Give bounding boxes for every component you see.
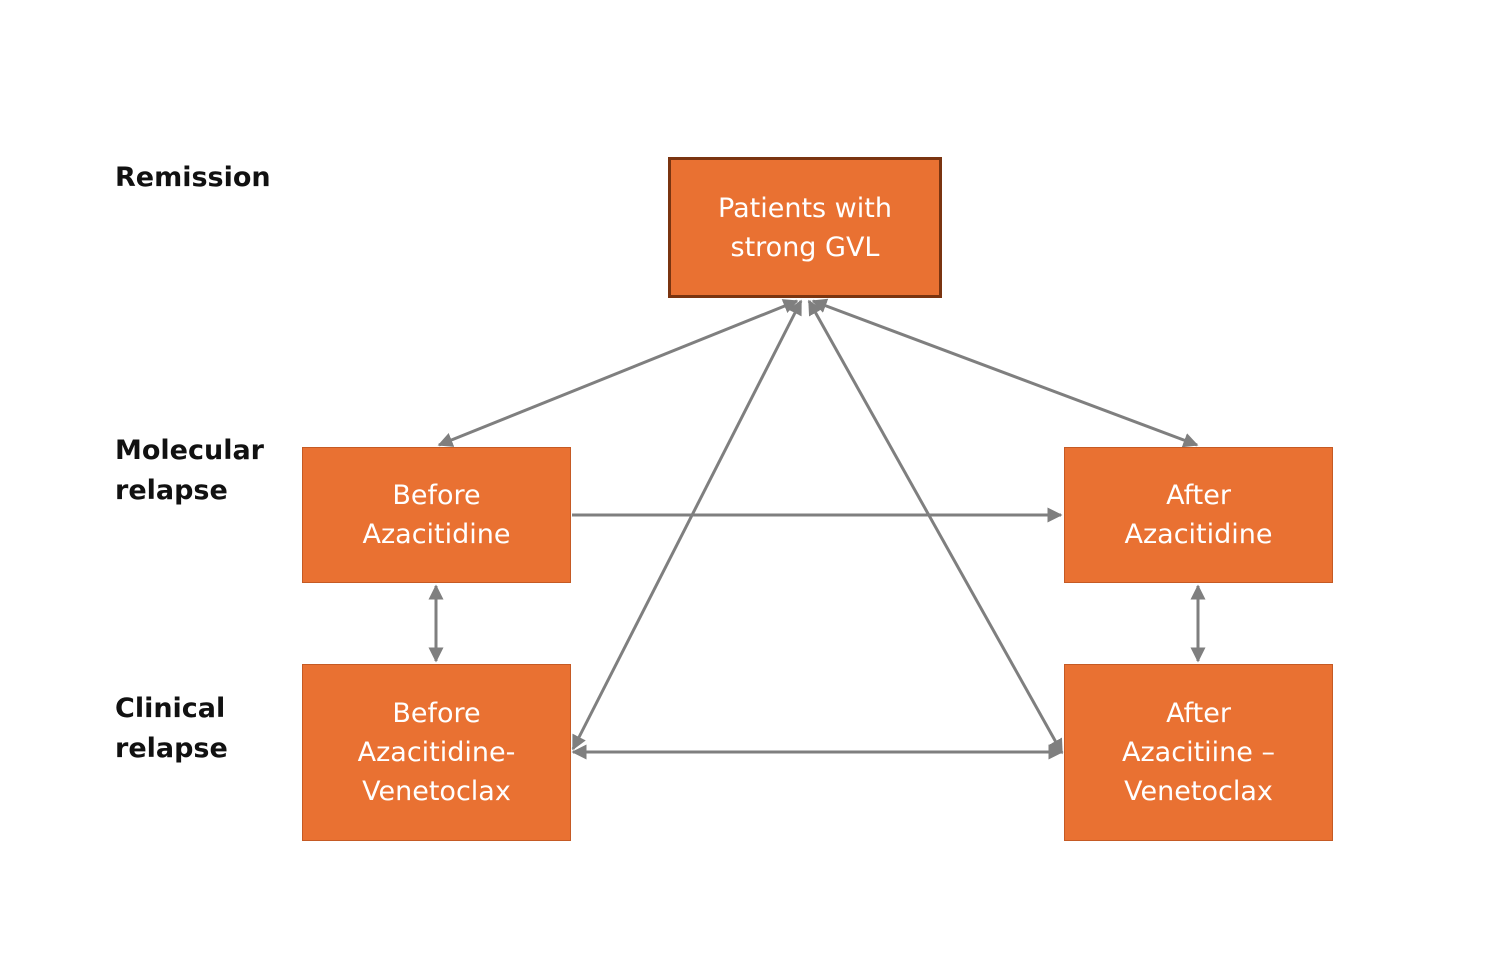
node-before-azacitidine: Before Azacitidine <box>302 447 571 583</box>
arrow-gvl-to-after-azacitidine <box>811 298 1199 448</box>
node-patients-strong-gvl-label: Patients with strong GVL <box>718 192 892 263</box>
arrow-gvl-to-after-aza-ven <box>807 299 1064 755</box>
node-before-azacitidine-venetoclax-label: Before Azacitidine- Venetoclax <box>357 698 516 807</box>
arrow-gvl-to-before-azacitidine <box>437 299 799 447</box>
node-after-azacitidine-venetoclax: After Azacitiine – Venetoclax <box>1064 664 1333 841</box>
node-patients-strong-gvl: Patients with strong GVL <box>668 157 942 298</box>
node-after-azacitidine: After Azacitidine <box>1064 447 1333 583</box>
node-after-azacitidine-label: After Azacitidine <box>1124 480 1273 550</box>
row-label-clinical-relapse: Clinical relapse <box>115 693 228 764</box>
node-after-azacitidine-venetoclax-label: After Azacitiine – Venetoclax <box>1122 698 1275 807</box>
node-before-azacitidine-label: Before Azacitidine <box>362 480 511 550</box>
node-before-azacitidine-venetoclax: Before Azacitidine- Venetoclax <box>302 664 571 841</box>
arrow-gvl-to-before-aza-ven <box>571 299 803 751</box>
row-label-remission: Remission <box>115 162 271 193</box>
row-label-molecular-relapse: Molecular relapse <box>115 435 265 506</box>
